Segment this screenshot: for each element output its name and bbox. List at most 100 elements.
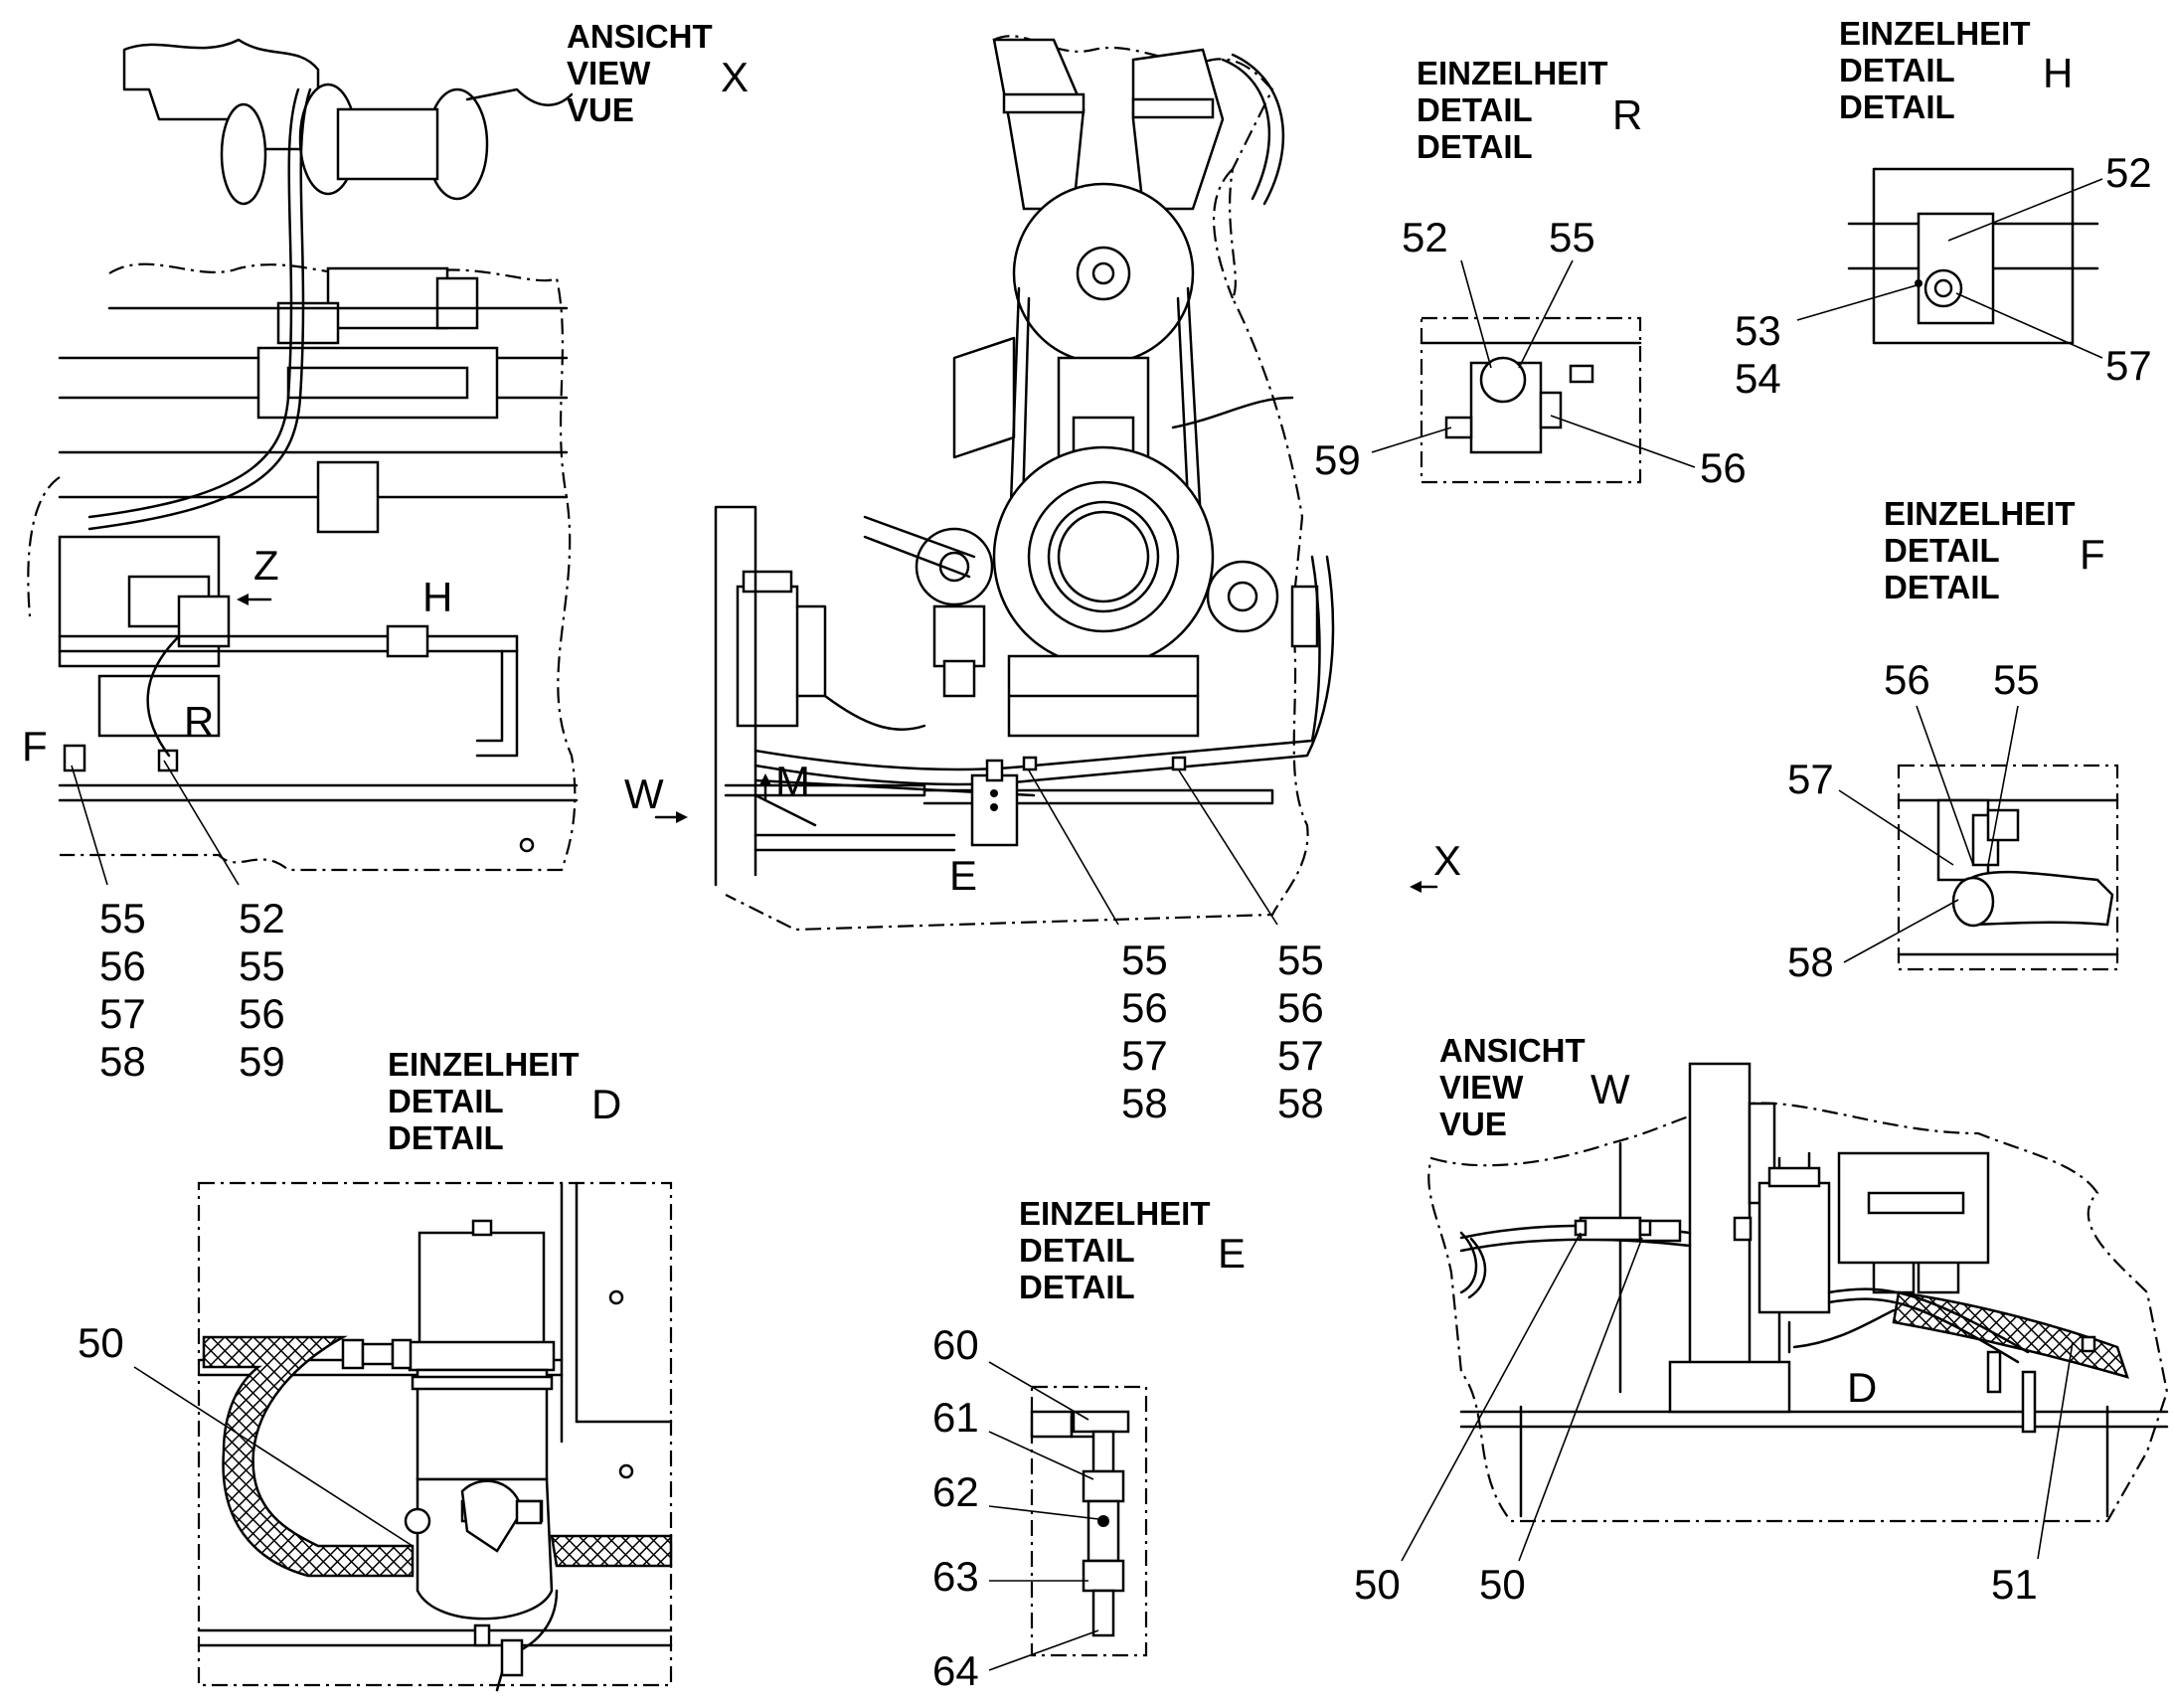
detail-e-line-3: DETAIL <box>1019 1269 1135 1305</box>
leader-view-x-right <box>163 760 240 886</box>
detail-e-line-2: DETAIL <box>1019 1232 1135 1269</box>
marker-h: H <box>422 574 452 620</box>
callout-label: 55 <box>1993 656 2040 703</box>
detail-r-header: EINZELHEIT DETAIL DETAIL R <box>1417 55 1642 165</box>
view-w-line-2: VIEW <box>1439 1069 1524 1106</box>
callout-label: 56 <box>1121 984 1168 1031</box>
view-w-line-1: ANSICHT <box>1439 1032 1586 1069</box>
callout-view-x-left: 55 56 57 58 <box>99 895 146 1085</box>
main-front-view: M E W X 55 56 57 58 55 56 57 58 <box>624 35 1461 1126</box>
detail-d-letter: D <box>591 1081 621 1127</box>
callout-label: 59 <box>1314 436 1361 483</box>
leader-main-right <box>1178 769 1278 926</box>
view-x-line-1: ANSICHT <box>567 18 713 55</box>
detail-d-header: EINZELHEIT DETAIL DETAIL D <box>388 1046 621 1156</box>
detail-f-line-3: DETAIL <box>1884 569 2000 605</box>
detail-e-header: EINZELHEIT DETAIL DETAIL E <box>1019 1195 1246 1305</box>
detail-e-line-1: EINZELHEIT <box>1019 1195 1211 1232</box>
callout-label: 59 <box>239 1038 285 1085</box>
callout-label: 57 <box>1787 756 1834 802</box>
callout-label: 54 <box>1735 355 1781 402</box>
marker-m: M <box>775 758 810 804</box>
callout-label: 56 <box>1277 984 1324 1031</box>
detail-e-letter: E <box>1218 1230 1246 1277</box>
callout-label: 60 <box>932 1321 979 1368</box>
view-w-letter: W <box>1590 1066 1630 1112</box>
detail-d-line-1: EINZELHEIT <box>388 1046 580 1083</box>
callout-label: 51 <box>1991 1561 2038 1608</box>
detail-d-line-2: DETAIL <box>388 1083 504 1119</box>
view-x-line-2: VIEW <box>567 55 651 91</box>
view-w-drawing <box>1427 1062 2169 1523</box>
leader-main-left <box>1028 769 1119 926</box>
callout-label: 53 <box>1735 307 1781 354</box>
callout-label: 62 <box>932 1468 979 1515</box>
detail-h-line-2: DETAIL <box>1839 52 1955 88</box>
detail-d: EINZELHEIT DETAIL DETAIL D <box>78 1046 673 1692</box>
callout-label: 57 <box>99 990 146 1037</box>
detail-r-line-2: DETAIL <box>1417 91 1533 128</box>
view-x-engine-drawing <box>27 38 579 872</box>
detail-f: EINZELHEIT DETAIL DETAIL F 56 55 57 58 <box>1787 495 2119 985</box>
detail-h: EINZELHEIT DETAIL DETAIL H 52 53 54 57 <box>1735 15 2152 402</box>
callout-label: 61 <box>932 1394 979 1441</box>
callout-label: 50 <box>1479 1561 1526 1608</box>
callout-label: 56 <box>99 942 146 989</box>
detail-f-line-2: DETAIL <box>1884 532 2000 569</box>
callout-main-right: 55 56 57 58 <box>1277 937 1324 1126</box>
detail-f-letter: F <box>2080 531 2105 578</box>
callout-label: 52 <box>239 895 285 941</box>
callout-label: 57 <box>2105 342 2152 389</box>
leader-view-x-left <box>71 765 108 886</box>
callout-label: 64 <box>932 1647 979 1694</box>
detail-h-drawing <box>1847 167 2099 345</box>
callout-label: 58 <box>99 1038 146 1085</box>
callout-label: 57 <box>1121 1032 1168 1079</box>
marker-z: Z <box>253 542 279 589</box>
callout-label: 58 <box>1787 939 1834 985</box>
detail-h-line-1: EINZELHEIT <box>1839 15 2031 52</box>
detail-r-letter: R <box>1612 91 1642 138</box>
marker-x: X <box>1433 837 1461 884</box>
callout-label: 50 <box>78 1319 124 1366</box>
detail-h-letter: H <box>2043 50 2073 96</box>
callout-label: 52 <box>2105 149 2152 196</box>
detail-f-drawing <box>1897 764 2119 971</box>
marker-e: E <box>949 852 977 899</box>
callout-label: 55 <box>99 895 146 941</box>
view-w-header: ANSICHT VIEW VUE W <box>1439 1032 1630 1142</box>
detail-r-drawing <box>1420 316 1642 484</box>
marker-r: R <box>184 698 214 745</box>
marker-f: F <box>22 723 48 769</box>
callout-label: 55 <box>1121 937 1168 983</box>
detail-e-drawing <box>1030 1385 1148 1657</box>
detail-r-line-3: DETAIL <box>1417 128 1533 165</box>
view-x-letter: X <box>721 54 749 100</box>
detail-d-line-3: DETAIL <box>388 1119 504 1156</box>
callout-label: 52 <box>1402 214 1448 260</box>
callout-label: 55 <box>1277 937 1324 983</box>
view-x-header: ANSICHT VIEW VUE X <box>567 18 749 128</box>
detail-e: EINZELHEIT DETAIL DETAIL E 60 61 62 63 6… <box>932 1195 1246 1694</box>
callout-label: 56 <box>1884 656 1930 703</box>
callout-label: 55 <box>239 942 285 989</box>
marker-w: W <box>624 770 664 817</box>
callout-label: 57 <box>1277 1032 1324 1079</box>
callout-label: 58 <box>1277 1080 1324 1126</box>
detail-d-drawing <box>197 1181 673 1692</box>
callout-label: 50 <box>1354 1561 1401 1608</box>
view-w: ANSICHT VIEW VUE W <box>1354 1032 2169 1608</box>
detail-f-header: EINZELHEIT DETAIL DETAIL F <box>1884 495 2105 605</box>
callout-label: 58 <box>1121 1080 1168 1126</box>
detail-r-line-1: EINZELHEIT <box>1417 55 1608 91</box>
detail-f-line-1: EINZELHEIT <box>1884 495 2076 532</box>
callout-view-x-right: 52 55 56 59 <box>239 895 285 1085</box>
view-x: ANSICHT VIEW VUE X <box>22 18 749 1085</box>
callout-label: 55 <box>1549 214 1595 260</box>
callout-main-left: 55 56 57 58 <box>1121 937 1168 1126</box>
detail-h-line-3: DETAIL <box>1839 88 1955 125</box>
callout-label: 56 <box>1700 444 1747 491</box>
callout-label: 56 <box>239 990 285 1037</box>
